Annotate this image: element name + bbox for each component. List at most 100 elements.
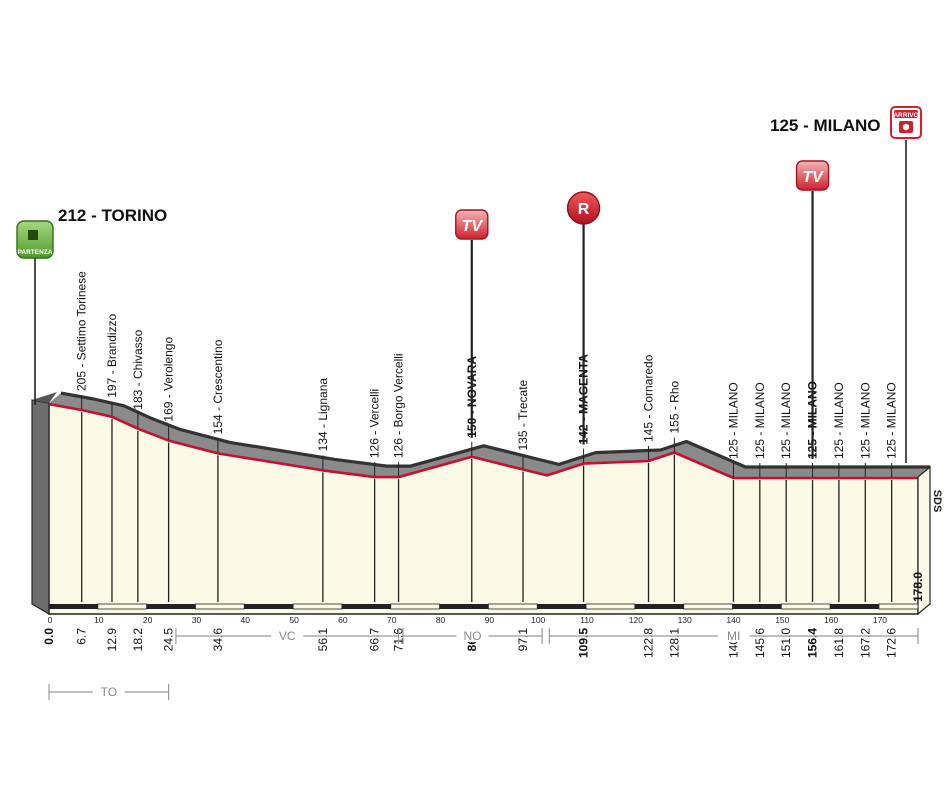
km-label-16: 156.4	[806, 628, 820, 658]
waypoint-label-9: 135 - Trecate	[516, 379, 530, 450]
km-label-17: 161.8	[832, 628, 846, 658]
checkered-flag-icon	[28, 230, 38, 240]
province-label-2: NO	[464, 629, 482, 643]
profile-body: SDS	[31, 391, 943, 616]
tv-marker-icon-2	[795, 160, 830, 191]
tv-marker-label-2: TV	[802, 169, 824, 186]
arrivo-lens-icon	[902, 123, 910, 131]
km-label-0: 6.7	[75, 628, 89, 645]
scale-segment-light	[585, 603, 636, 610]
waypoint-label-4: 154 - Crescentino	[211, 339, 225, 434]
waypoint-label-7: 126 - Borgo Vercelli	[392, 353, 406, 458]
tv-marker-icon-0	[455, 209, 489, 240]
waypoint-label-11: 145 - Cornaredo	[642, 354, 656, 442]
waypoint-label-13: 125 - MILANO	[726, 382, 740, 459]
tick-label-110: 110	[580, 615, 594, 625]
arrivo-banner-icon	[894, 110, 918, 118]
waypoint-label-14: 125 - MILANO	[753, 382, 767, 459]
scale-segment-dark	[634, 604, 684, 609]
scale-segment-light	[292, 603, 343, 610]
province-label-bg-1	[271, 628, 304, 642]
scale-segment-dark	[439, 604, 489, 609]
waypoint-label-1: 197 - Brandizzo	[105, 313, 119, 397]
refuel-marker-icon-1	[566, 191, 601, 225]
waypoint-label-12: 155 - Rho	[667, 380, 681, 433]
profile-right-side	[917, 465, 931, 616]
scale-segment-light	[195, 603, 245, 610]
km-label-4: 34.6	[211, 628, 225, 652]
waypoint-labels: 205 - Settimo Torinese 197 - Brandizzo 183…	[75, 271, 899, 477]
km-label-18: 167.2	[858, 628, 872, 658]
scale-segment-dark	[146, 604, 196, 609]
km-label-3: 24.5	[162, 628, 176, 652]
km-label-19: 172.6	[885, 628, 899, 658]
tick-label-140: 140	[726, 615, 740, 625]
scale-segment-dark	[49, 604, 98, 609]
province-label-bg-0	[92, 684, 125, 698]
waypoint-label-3: 169 - Verolengo	[162, 337, 176, 422]
waypoint-label-5: 134 - Lignana	[316, 378, 330, 452]
start-finish-markers: PARTENZA 212 - TORINO ARRIVO 125 - MILANO	[16, 106, 922, 463]
tick-label-80: 80	[436, 615, 446, 625]
km-label-2: 18.2	[131, 628, 145, 652]
tick-label-70: 70	[387, 615, 397, 625]
km-label-6: 66.7	[368, 628, 382, 652]
waypoint-label-19: 125 - MILANO	[885, 382, 899, 459]
km-label-11: 122.8	[642, 628, 656, 658]
scale-segment-dark	[537, 604, 587, 609]
province-label-bg-3	[717, 628, 750, 642]
waypoint-label-6: 126 - Vercelli	[368, 389, 382, 458]
km-label-12: 128.1	[667, 628, 681, 658]
refuel-marker-label-1: R	[578, 201, 590, 218]
arrivo-badge-label: ARRIVO	[893, 112, 918, 119]
profile-left-top	[32, 392, 57, 404]
waypoint-label-0: 205 - Settimo Torinese	[75, 271, 89, 391]
tick-label-40: 40	[241, 615, 251, 625]
waypoint-label-2: 183 - Chivasso	[131, 329, 145, 409]
tick-label-0: 0	[48, 615, 53, 625]
km-label-finish: 178.0	[911, 572, 925, 602]
tick-label-30: 30	[192, 615, 202, 625]
profile-top-face	[49, 393, 930, 477]
province-label-bg-2	[456, 628, 489, 642]
scale-segment-light	[878, 603, 919, 610]
profile-road-line	[48, 402, 918, 480]
tick-label-100: 100	[531, 615, 545, 625]
scale-segment-light	[487, 603, 538, 610]
profile-left-side	[31, 399, 50, 616]
profile-top-line	[60, 391, 930, 469]
province-label-0: TO	[101, 685, 117, 699]
route-markers: TV R TV	[455, 160, 830, 459]
km-label-1: 12.9	[105, 628, 119, 652]
tv-marker-label-0: TV	[462, 218, 484, 235]
province-brackets: TO VC NO MI	[48, 628, 919, 700]
province-label-3: MI	[727, 629, 740, 643]
province-label-1: VC	[279, 629, 296, 643]
waypoint-drop-lines	[81, 412, 893, 602]
scale-segment-light	[97, 603, 148, 610]
waypoint-label-15: 125 - MILANO	[779, 382, 793, 459]
km-label-14: 145.6	[753, 628, 767, 658]
side-label-sds: SDS	[931, 490, 943, 513]
tick-label-90: 90	[485, 615, 495, 625]
km-label-5: 56.1	[316, 628, 330, 652]
km-label-9: 97.1	[516, 628, 530, 652]
tick-label-20: 20	[143, 615, 153, 625]
partenza-badge-label: PARTENZA	[18, 249, 53, 256]
tick-label-60: 60	[338, 615, 348, 625]
finish-location-label: 125 - MILANO	[770, 116, 881, 135]
scale-segment-light	[390, 603, 440, 610]
km-label-start: 0.0	[42, 628, 56, 645]
km-label-10: 109.5	[577, 628, 591, 658]
waypoint-label-18: 125 - MILANO	[858, 382, 872, 459]
scale-segment-dark	[341, 604, 391, 609]
scale-segment-light	[683, 603, 733, 610]
tick-label-170: 170	[873, 615, 887, 625]
start-location-label: 212 - TORINO	[58, 206, 167, 225]
tick-label-150: 150	[775, 615, 789, 625]
scale-segment-light	[780, 603, 831, 610]
waypoint-label-17: 125 - MILANO	[832, 382, 846, 459]
